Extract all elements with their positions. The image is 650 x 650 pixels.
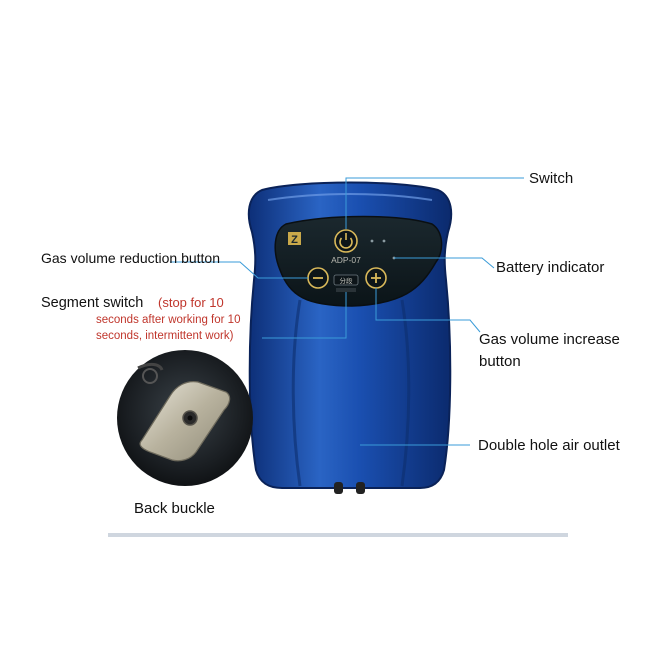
brand-logo-icon <box>288 232 301 245</box>
brand-logo-letter: Z <box>291 234 298 246</box>
bottom-divider <box>108 533 568 537</box>
increase-callout <box>375 288 481 333</box>
power-button[interactable] <box>334 229 358 253</box>
gas-increase-button[interactable] <box>365 267 387 289</box>
segment-note-line1: (stop for 10 <box>158 295 224 310</box>
label-back-buckle: Back buckle <box>134 500 215 517</box>
segment-note-line3: seconds, intermittent work) <box>96 330 234 342</box>
switch-callout <box>345 177 524 229</box>
label-gas-increase-line1: Gas volume increase <box>479 331 620 348</box>
segment-key-text: 分段 <box>340 276 354 285</box>
gas-reduction-button[interactable] <box>307 267 329 289</box>
back-buckle-inset <box>117 350 253 486</box>
control-panel: Z ADP-07 分段 <box>274 215 443 307</box>
model-label: ADP-07 <box>331 255 361 265</box>
label-gas-increase-line2: button <box>479 353 521 370</box>
segment-switch-button[interactable]: 分段 <box>333 274 359 292</box>
power-icon <box>339 237 353 249</box>
air-outlet-right <box>356 482 365 494</box>
battery-callout <box>394 257 495 269</box>
label-air-outlet: Double hole air outlet <box>478 437 620 454</box>
label-gas-reduction: Gas volume reduction button <box>41 250 220 266</box>
reduction-callout <box>170 261 308 279</box>
callout-lines <box>170 177 524 446</box>
label-segment-switch: Segment switch <box>41 295 144 311</box>
label-switch: Switch <box>529 170 574 187</box>
battery-indicator-leds <box>370 239 396 260</box>
segment-note-line2: seconds after working for 10 <box>96 314 241 326</box>
segment-callout <box>262 292 347 339</box>
label-battery-indicator: Battery indicator <box>496 259 605 276</box>
air-outlet-left <box>334 482 343 494</box>
